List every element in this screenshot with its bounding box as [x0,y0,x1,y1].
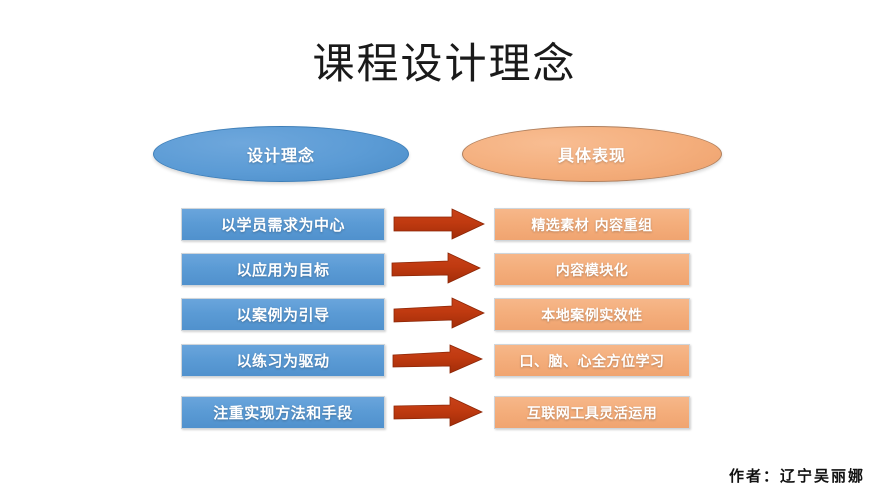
right-arrow-icon [392,396,484,428]
expression-box-label: 内容模块化 [555,262,629,279]
expression-box: 本地案例实效性 [494,298,690,331]
expression-box-label: 口、脑、心全方位学习 [519,353,665,370]
expression-box: 互联网工具灵活运用 [494,396,690,429]
concept-box: 以案例为引导 [181,298,385,331]
expression-box-label: 精选素材 内容重组 [531,217,653,234]
right-arrow-icon [392,297,486,331]
diagram-row: 以应用为目标 内容模块化 [0,252,889,293]
expression-box: 口、脑、心全方位学习 [494,344,690,377]
concept-box-label: 以应用为目标 [236,261,330,279]
expression-box-label: 本地案例实效性 [541,307,643,324]
diagram-row: 注重实现方法和手段 互联网工具灵活运用 [0,396,889,436]
header-ellipse-design-concept: 设计理念 [153,126,409,182]
diagram-row: 以案例为引导 本地案例实效性 [0,297,889,338]
concept-box: 以学员需求为中心 [181,208,385,241]
expression-box: 精选素材 内容重组 [494,208,690,241]
header-ellipse-concrete-expression: 具体表现 [462,126,722,182]
right-arrow-icon [390,252,482,286]
header-ellipse-left-label: 设计理念 [246,146,315,165]
concept-box-label: 注重实现方法和手段 [213,404,353,422]
diagram-row: 以学员需求为中心 精选素材 内容重组 [0,208,889,248]
diagram-row: 以练习为驱动 口、脑、心全方位学习 [0,344,889,384]
concept-box: 以应用为目标 [181,253,385,286]
expression-box-label: 互联网工具灵活运用 [526,405,658,422]
concept-box: 以练习为驱动 [181,344,385,377]
right-arrow-icon [391,344,484,376]
header-ellipse-right-label: 具体表现 [557,146,626,165]
author-signature: 作者：辽宁吴丽娜 [728,467,865,485]
concept-box-label: 以学员需求为中心 [220,216,345,234]
concept-box-label: 以案例为引导 [236,306,330,324]
expression-box: 内容模块化 [494,253,690,286]
concept-box: 注重实现方法和手段 [181,396,385,429]
page-title: 课程设计理念 [312,39,577,88]
right-arrow-icon [392,207,486,241]
concept-box-label: 以练习为驱动 [236,352,330,370]
